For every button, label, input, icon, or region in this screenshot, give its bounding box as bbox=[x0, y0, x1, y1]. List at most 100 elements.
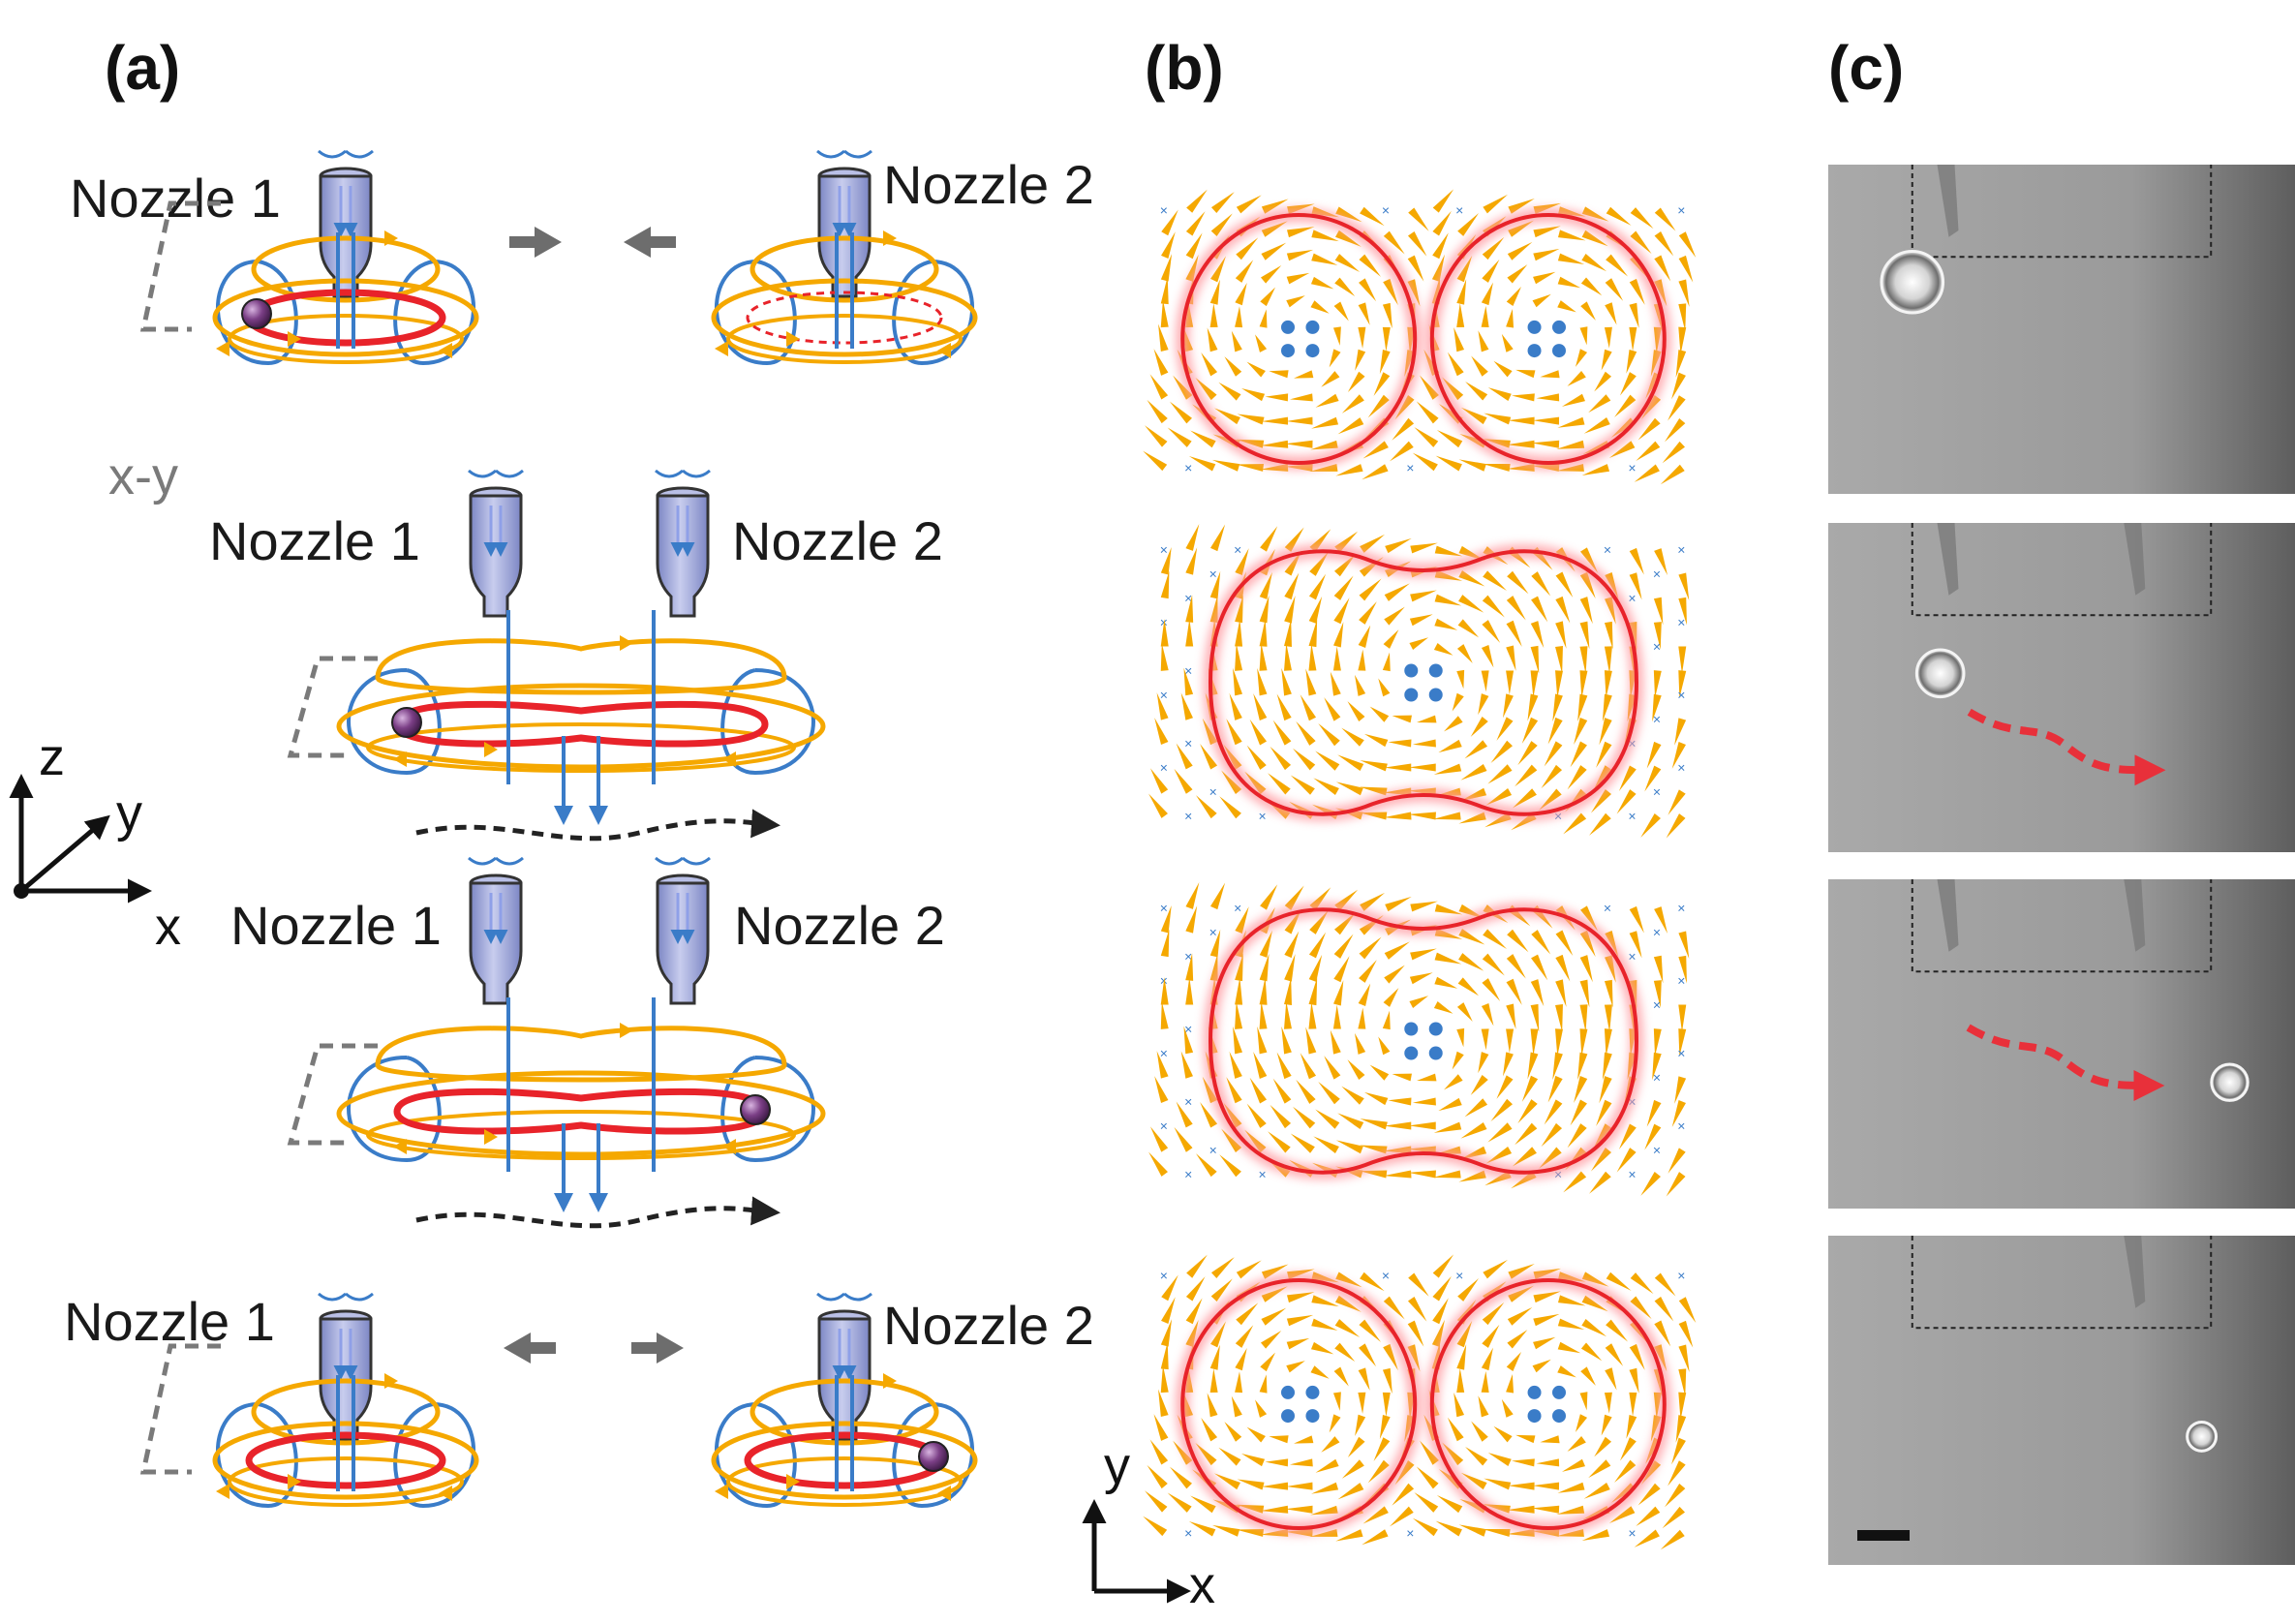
nozzle1-label-row1: Nozzle 1 bbox=[70, 168, 281, 229]
field-arrow bbox=[1249, 719, 1268, 746]
field-arrow bbox=[1246, 745, 1267, 770]
field-arrow bbox=[1210, 256, 1226, 283]
vortex-ring-contour bbox=[1429, 213, 1667, 465]
nozzle-icon bbox=[318, 1292, 374, 1441]
field-arrow bbox=[1608, 441, 1636, 459]
field-arrow bbox=[1594, 371, 1612, 392]
field-arrow bbox=[1185, 1276, 1206, 1302]
field-arrow bbox=[1347, 1059, 1365, 1081]
field-arrow bbox=[1412, 452, 1438, 472]
field-arrow bbox=[1614, 1459, 1637, 1483]
field-cross: × bbox=[1234, 901, 1241, 916]
field-arrow bbox=[1533, 1336, 1556, 1350]
field-arrow bbox=[1315, 393, 1339, 408]
field-arrow bbox=[1478, 693, 1489, 716]
field-arrow bbox=[1671, 742, 1686, 769]
axes-xyz: z y x bbox=[9, 728, 181, 956]
field-arrow bbox=[1410, 542, 1438, 554]
vortex-ring-torus bbox=[711, 1373, 978, 1509]
field-dot bbox=[1305, 344, 1320, 358]
field-dot bbox=[1552, 1409, 1566, 1424]
field-arrow bbox=[1321, 1436, 1340, 1453]
field-arrow bbox=[1482, 953, 1505, 976]
plane-outline bbox=[139, 200, 221, 332]
field-arrow bbox=[1567, 765, 1587, 790]
field-arrow bbox=[1637, 417, 1661, 441]
field-arrow bbox=[1481, 305, 1489, 328]
field-arrow bbox=[1195, 795, 1217, 819]
field-arrow bbox=[1329, 349, 1341, 368]
field-arrow bbox=[1652, 693, 1662, 722]
field-arrow bbox=[1385, 537, 1412, 554]
field-arrow bbox=[1382, 326, 1391, 352]
field-arrow bbox=[1318, 1081, 1340, 1105]
field-arrow bbox=[1575, 1414, 1588, 1432]
field-arrow bbox=[1616, 1148, 1637, 1173]
field-arrow bbox=[1457, 977, 1480, 996]
field-arrow bbox=[1261, 242, 1287, 260]
field-arrow bbox=[1270, 746, 1292, 771]
field-arrow bbox=[1644, 1123, 1662, 1150]
field-cross: × bbox=[1628, 591, 1636, 606]
field-arrow bbox=[1532, 1359, 1551, 1373]
field-arrow bbox=[1589, 1171, 1611, 1194]
field-arrow bbox=[1457, 1278, 1480, 1302]
field-arrow bbox=[1360, 760, 1388, 772]
field-arrow bbox=[1434, 594, 1462, 606]
field-arrow bbox=[1261, 1286, 1288, 1302]
field-arrow bbox=[1442, 1442, 1464, 1466]
field-arrow bbox=[1482, 1324, 1500, 1348]
field-arrow bbox=[1185, 211, 1206, 236]
field-arrow bbox=[1347, 701, 1365, 722]
plane-outline bbox=[287, 1043, 378, 1146]
field-arrow bbox=[1579, 646, 1588, 674]
field-arrow bbox=[1167, 427, 1192, 447]
field-arrow bbox=[1416, 715, 1437, 723]
field-arrow bbox=[1156, 1051, 1169, 1079]
field-arrow bbox=[1481, 670, 1489, 692]
field-arrow bbox=[1555, 670, 1563, 698]
field-arrow bbox=[1507, 241, 1533, 260]
field-arrow bbox=[1185, 905, 1198, 934]
field-cross: × bbox=[1184, 591, 1192, 606]
field-arrow bbox=[1547, 717, 1563, 745]
field-arrow bbox=[1660, 464, 1685, 485]
field-arrow bbox=[1606, 1272, 1632, 1291]
field-arrow bbox=[1605, 1343, 1624, 1366]
field-arrow bbox=[1606, 206, 1632, 226]
field-arrow bbox=[1532, 293, 1551, 308]
field-cross: × bbox=[1677, 901, 1685, 916]
field-arrow bbox=[1169, 1466, 1192, 1489]
field-arrow bbox=[1359, 1170, 1388, 1179]
field-arrow bbox=[1286, 1337, 1310, 1350]
field-arrow bbox=[1290, 1133, 1315, 1153]
field-arrow bbox=[1531, 930, 1551, 955]
field-arrow bbox=[1185, 595, 1194, 623]
field-arrow bbox=[1604, 326, 1612, 349]
field-arrow bbox=[1180, 692, 1193, 720]
field-arrow bbox=[1333, 1366, 1349, 1387]
field-arrow bbox=[1265, 1458, 1289, 1467]
field-arrow bbox=[1506, 596, 1526, 621]
nozzle-tip bbox=[1937, 165, 1959, 237]
field-arrow bbox=[1506, 308, 1515, 328]
photo-panel bbox=[1828, 165, 2295, 1565]
field-arrow bbox=[1231, 1395, 1242, 1418]
field-arrow bbox=[1508, 220, 1535, 237]
field-arrow bbox=[1675, 350, 1687, 378]
particle-sphere-photo bbox=[1914, 648, 1966, 699]
field-arrow bbox=[1447, 352, 1464, 377]
field-arrow bbox=[1452, 1051, 1464, 1070]
field-arrow bbox=[1300, 1053, 1317, 1080]
field-arrow bbox=[1354, 674, 1366, 696]
photo-background bbox=[1828, 1236, 2295, 1565]
field-cross: × bbox=[1653, 712, 1661, 727]
field-arrow bbox=[1580, 1342, 1603, 1362]
field-arrow bbox=[1481, 282, 1493, 306]
field-arrow bbox=[1438, 1097, 1462, 1112]
field-cross: × bbox=[1160, 973, 1168, 989]
field-arrow bbox=[1284, 931, 1300, 959]
field-arrow bbox=[1527, 693, 1539, 721]
nozzle-tip bbox=[1937, 879, 1959, 952]
field-arrow bbox=[1580, 277, 1603, 296]
